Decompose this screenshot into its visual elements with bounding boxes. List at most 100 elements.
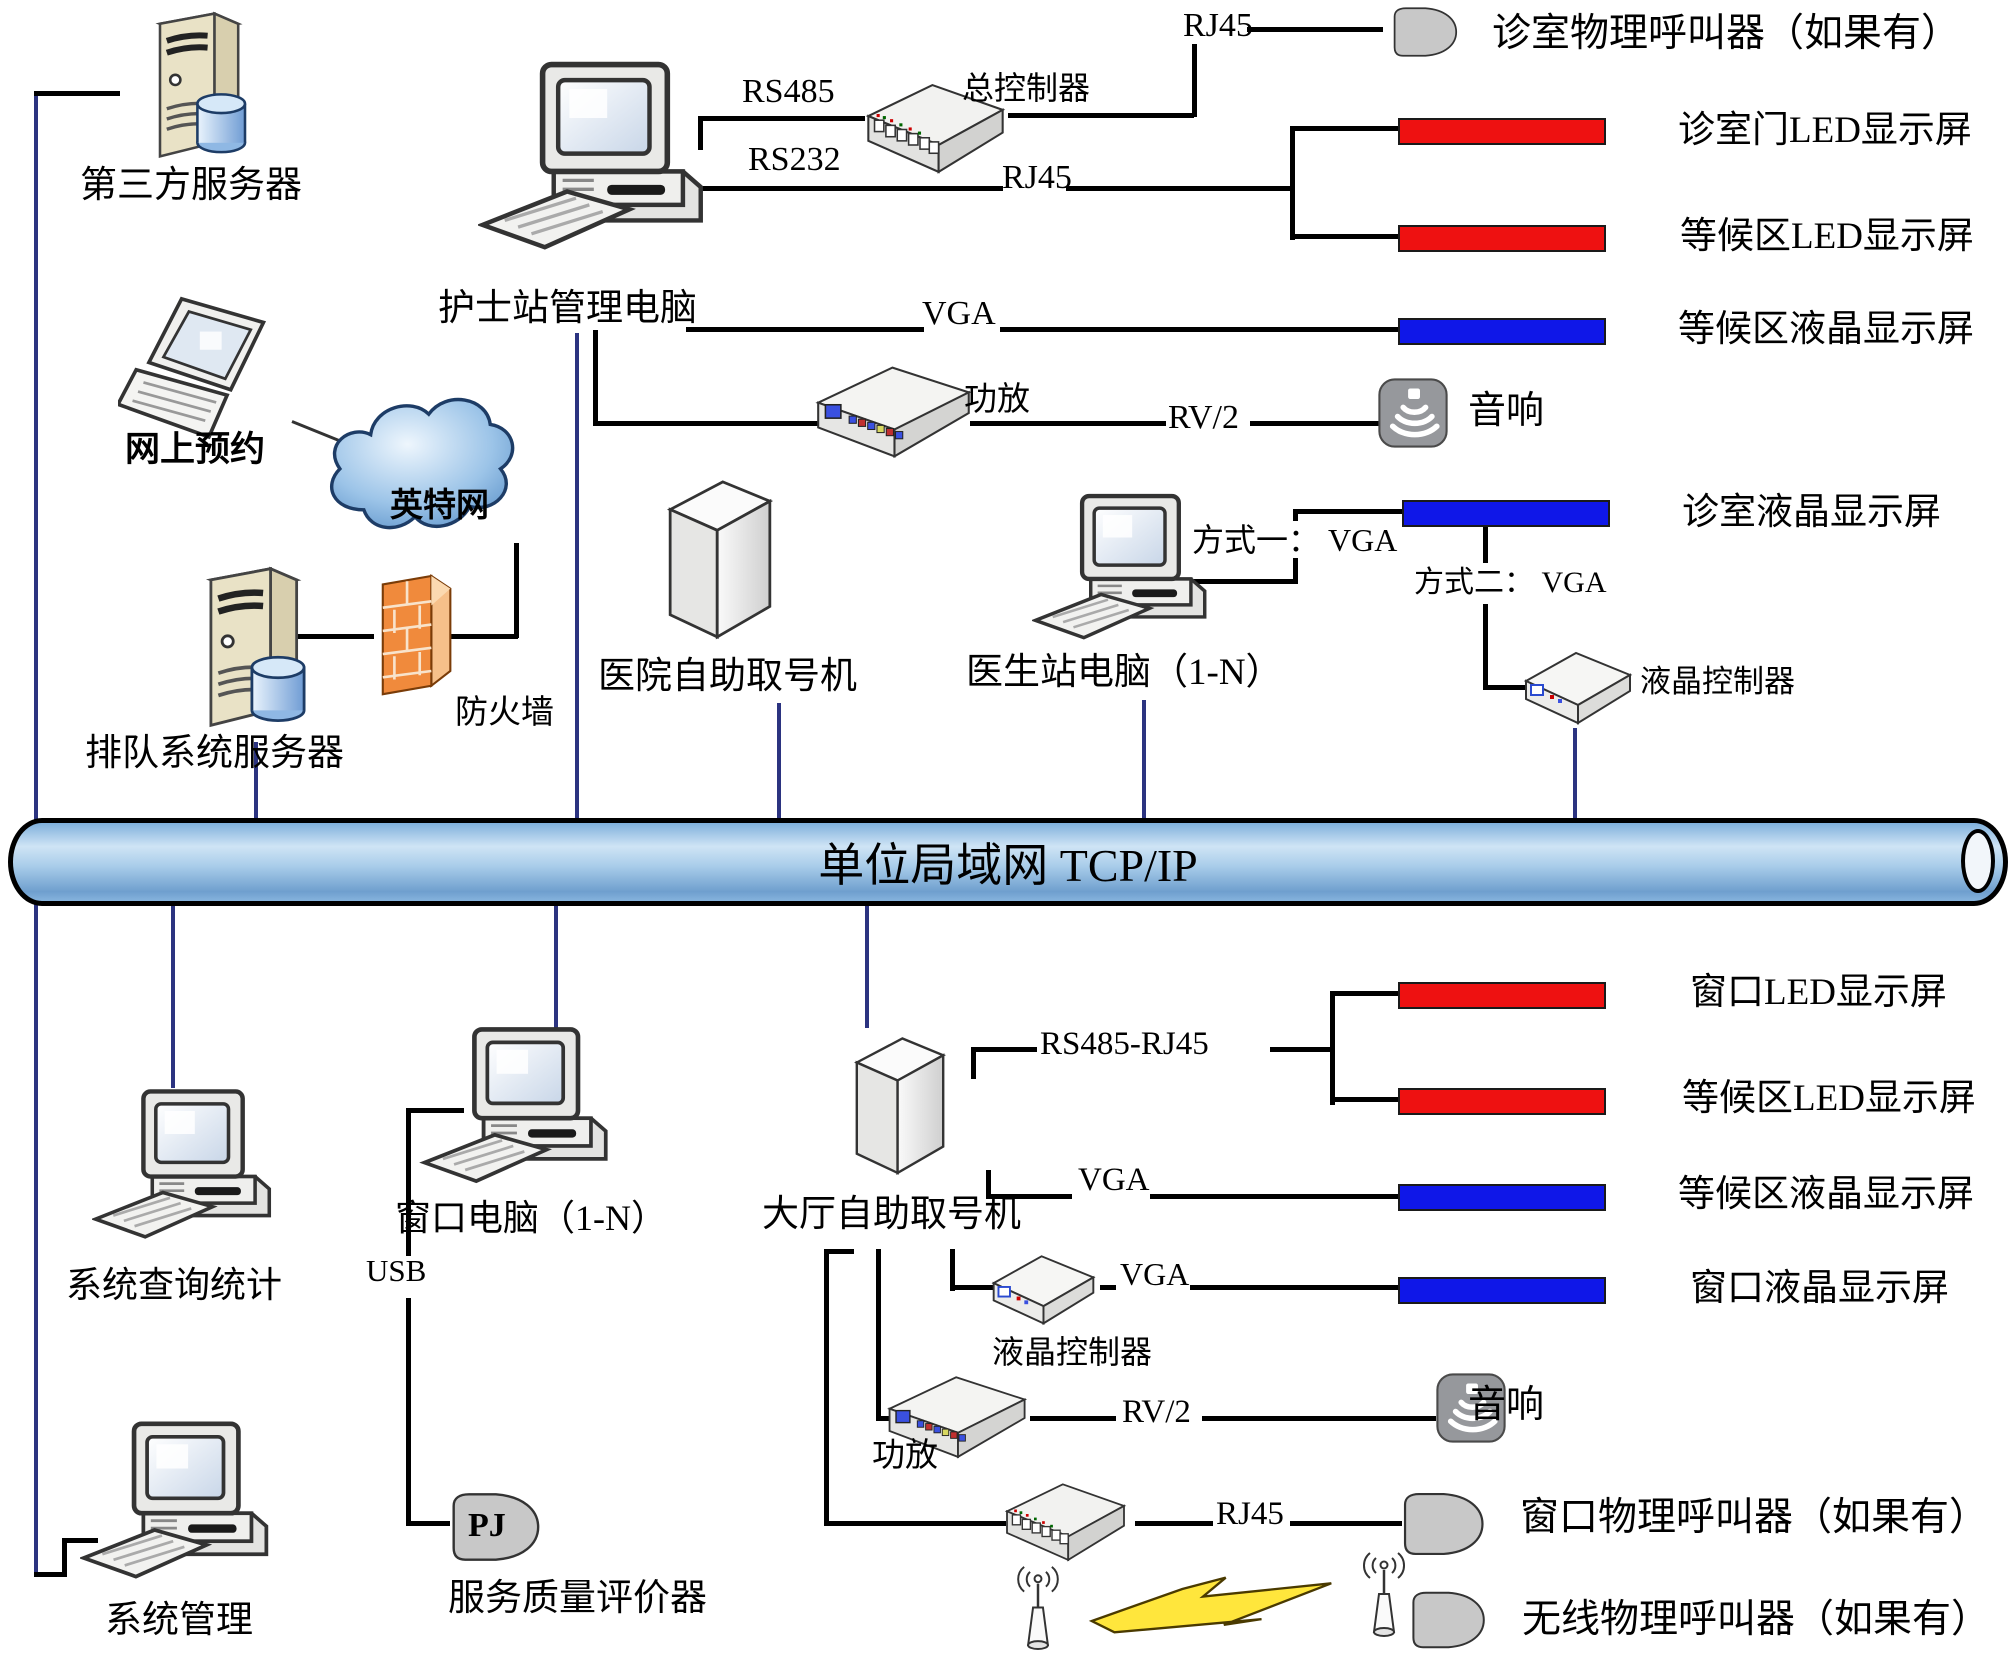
lan-drop-left — [34, 93, 38, 820]
lan-drop-queue-server — [254, 742, 258, 820]
connector — [34, 1572, 66, 1577]
connector — [1030, 1416, 1116, 1421]
desktop-computer-icon — [92, 1078, 287, 1268]
connector — [428, 634, 518, 639]
connector — [1008, 113, 1194, 118]
speaker-icon — [1378, 376, 1448, 450]
edge-label-rj45-mid: RJ45 — [1002, 159, 1072, 196]
edge-label-vga-top: VGA — [922, 295, 996, 332]
lan-bus: 单位局域网 TCP/IP — [8, 818, 2008, 906]
connector — [1293, 511, 1298, 521]
connector — [593, 421, 833, 426]
connector — [406, 1298, 411, 1525]
lan-bus-endcap — [1961, 829, 1995, 893]
server-tower-icon — [155, 552, 360, 742]
kiosk-box-icon — [840, 1022, 960, 1187]
label-system-admin: 系统管理 — [105, 1600, 253, 1641]
label-nurse-station: 护士站管理电脑 — [438, 288, 697, 329]
label-wireless-caller: 无线物理呼叫器（如果有） — [1522, 1598, 1991, 1641]
edge-label-vga-hall: VGA — [1078, 1162, 1150, 1198]
connector — [1293, 558, 1298, 584]
connector — [1000, 327, 1398, 332]
lan-bus-label: 单位局域网 TCP/IP — [818, 840, 1198, 891]
lan-drop-nurse — [575, 333, 579, 820]
connector — [950, 1249, 955, 1291]
connector — [1135, 1521, 1213, 1526]
label-firewall: 防火墙 — [455, 695, 554, 731]
led-bar-waiting-top — [1398, 225, 1606, 252]
antenna-icon — [1014, 1554, 1062, 1653]
connector — [698, 118, 703, 150]
label-window-lcd: 窗口液晶显示屏 — [1690, 1268, 1949, 1309]
connector — [1330, 993, 1335, 1105]
label-lcd-controller-top: 液晶控制器 — [1640, 664, 1795, 699]
desktop-computer-icon — [478, 42, 723, 292]
lcd-bar-window — [1398, 1277, 1606, 1304]
connector — [286, 634, 374, 639]
connector — [1247, 27, 1383, 32]
physical-caller-icon — [1398, 1488, 1486, 1560]
label-hospital-kiosk: 医院自助取号机 — [598, 656, 857, 697]
connector — [1293, 509, 1405, 514]
label-doctor-pc: 医生站电脑（1-N） — [966, 652, 1283, 693]
label-evaluator-badge: PJ — [468, 1507, 506, 1544]
label-lcd-controller-bottom: 液晶控制器 — [992, 1334, 1153, 1370]
connector — [406, 1110, 411, 1256]
label-third-party-server: 第三方服务器 — [80, 165, 302, 206]
label-waiting-lcd-bottom: 等候区液晶显示屏 — [1678, 1174, 1974, 1215]
connector — [1066, 186, 1292, 191]
server-tower-icon — [100, 0, 305, 170]
desktop-computer-icon — [1032, 478, 1222, 673]
lcd-bar-room — [1402, 500, 1610, 527]
edge-label-rj45-bottom: RJ45 — [1216, 1496, 1284, 1532]
lcd-controller-icon — [986, 1236, 1101, 1336]
led-bar-window — [1398, 982, 1606, 1009]
label-speaker-bottom: 音响 — [1468, 1384, 1545, 1426]
kiosk-box-icon — [650, 468, 790, 648]
label-room-door-led: 诊室门LED显示屏 — [1678, 110, 1972, 151]
edge-label-rs485: RS485 — [742, 73, 835, 110]
label-window-caller: 窗口物理呼叫器（如果有） — [1520, 1496, 1989, 1539]
label-window-led: 窗口LED显示屏 — [1690, 972, 1947, 1013]
connector — [406, 1108, 464, 1113]
connector — [1483, 527, 1488, 563]
connector — [1270, 1047, 1332, 1052]
label-amp-top: 功放 — [964, 382, 1030, 418]
lan-drop-lcd-controller — [1573, 728, 1577, 820]
connector — [876, 1416, 892, 1421]
desktop-computer-icon — [80, 1412, 285, 1607]
lan-drop-doctor — [1142, 700, 1146, 820]
label-evaluator: 服务质量评价器 — [448, 1578, 707, 1619]
connector — [1290, 234, 1398, 239]
connector — [1330, 1097, 1398, 1102]
label-amp-bottom: 功放 — [872, 1438, 938, 1474]
label-window-pc: 窗口电脑（1-N） — [395, 1198, 667, 1238]
led-bar-waiting-bottom — [1398, 1088, 1606, 1115]
lcd-controller-icon — [1518, 636, 1638, 732]
lan-drop-hospital-kiosk — [777, 703, 781, 820]
connector — [971, 1047, 1037, 1052]
label-waiting-led-bottom: 等候区LED显示屏 — [1682, 1078, 1976, 1119]
connector — [971, 1049, 976, 1079]
label-query-stats: 系统查询统计 — [66, 1265, 283, 1305]
connector — [1192, 44, 1197, 117]
connector — [62, 1540, 67, 1577]
label-room-lcd: 诊室液晶显示屏 — [1682, 492, 1941, 533]
connector — [1150, 1194, 1398, 1199]
label-room-caller: 诊室物理呼叫器（如果有） — [1492, 12, 1961, 55]
edge-label-vga-window: VGA — [1120, 1256, 1190, 1292]
connector — [1290, 128, 1295, 240]
connector — [406, 1521, 450, 1526]
label-speaker-top: 音响 — [1468, 390, 1545, 432]
connector — [1330, 991, 1398, 996]
connector — [62, 1538, 98, 1543]
connector — [1190, 1285, 1398, 1290]
edge-label-rv2-top: RV/2 — [1168, 399, 1239, 436]
connector — [950, 1285, 1002, 1290]
physical-caller-icon — [1402, 1588, 1492, 1652]
desktop-computer-icon — [415, 1022, 630, 1207]
edge-label-mode1-vga: 方式一： VGA — [1192, 522, 1398, 558]
connector — [698, 186, 1003, 191]
label-internet: 英特网 — [390, 488, 489, 524]
